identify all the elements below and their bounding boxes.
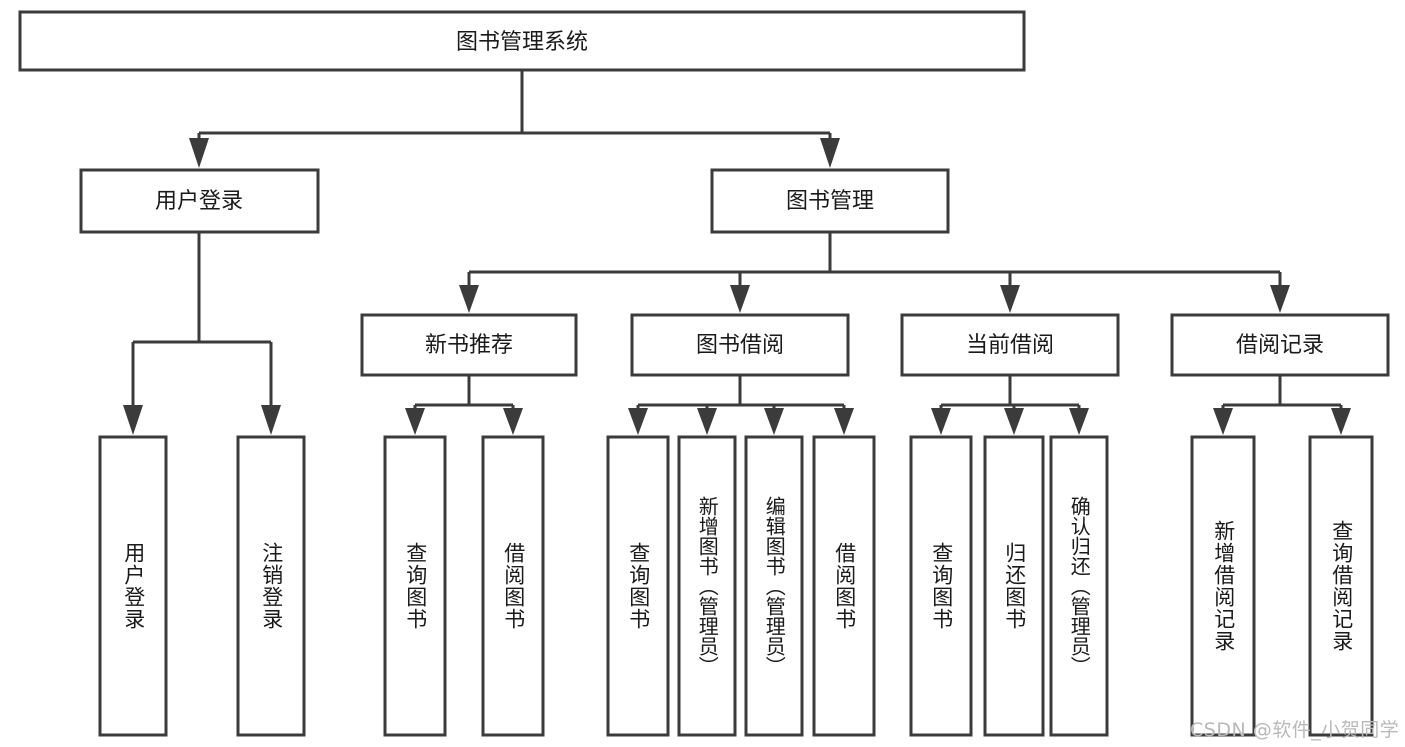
arrow-new-book-leaf-1 xyxy=(405,408,425,435)
node-box-leaf-user-login[interactable] xyxy=(98,435,168,737)
node-box-borrow-records[interactable] xyxy=(1170,313,1390,377)
node-box-leaf-borrow-book-2[interactable] xyxy=(812,435,876,737)
arrow-borrow-leaf-1 xyxy=(628,408,648,435)
node-box-leaf-logout[interactable] xyxy=(236,435,306,737)
node-box-book-management[interactable] xyxy=(710,168,950,234)
node-label-new-book-recommend: 新书推荐 xyxy=(425,333,513,358)
node-label-book-management: 图书管理 xyxy=(786,189,874,214)
node-box-leaf-confirm-return[interactable] xyxy=(1049,435,1109,737)
arrow-book-mgmt-to-current xyxy=(1000,285,1020,313)
arrow-current-leaf-1 xyxy=(931,408,951,435)
node-box-leaf-query-book-2[interactable] xyxy=(606,435,670,737)
connector-group-current-borrow xyxy=(931,375,1089,435)
node-box-leaf-add-book-admin[interactable] xyxy=(677,435,737,737)
arrow-book-mgmt-to-borrow xyxy=(730,285,750,313)
node-box-book-borrow[interactable] xyxy=(630,313,850,377)
node-box-leaf-return-book[interactable] xyxy=(983,435,1045,737)
arrow-book-mgmt-to-records xyxy=(1270,285,1290,313)
node-label-user-login: 用户登录 xyxy=(155,189,243,214)
arrow-book-mgmt-to-new-book xyxy=(459,285,479,313)
arrow-records-leaf-2 xyxy=(1331,408,1351,435)
arrow-borrow-leaf-3 xyxy=(764,408,784,435)
node-box-leaf-borrow-book-1[interactable] xyxy=(481,435,545,737)
node-label-borrow-records: 借阅记录 xyxy=(1236,333,1324,358)
connector-group-records xyxy=(1213,375,1351,435)
connector-group-borrow xyxy=(628,375,854,435)
node-label-book-borrow: 图书借阅 xyxy=(696,333,784,358)
arrow-user-login-leaf-1 xyxy=(123,405,143,435)
node-box-user-login[interactable] xyxy=(79,168,320,234)
node-label-root: 图书管理系统 xyxy=(456,30,588,55)
arrow-root-to-book-mgmt xyxy=(820,138,840,168)
node-box-leaf-add-record[interactable] xyxy=(1190,435,1256,737)
node-box-root[interactable] xyxy=(18,10,1026,72)
csdn-watermark: CSDN @软件_小贺同学 xyxy=(1190,719,1400,741)
arrow-current-leaf-3 xyxy=(1069,408,1089,435)
arrow-records-leaf-1 xyxy=(1213,408,1233,435)
node-box-new-book-recommend[interactable] xyxy=(360,313,578,377)
arrow-root-to-user-login xyxy=(189,138,209,168)
arrow-current-leaf-2 xyxy=(1004,408,1024,435)
arrow-new-book-leaf-2 xyxy=(503,408,523,435)
node-box-leaf-query-book-1[interactable] xyxy=(383,435,447,737)
connector-group-user-login xyxy=(123,232,281,435)
connector-group-book-mgmt xyxy=(459,232,1290,313)
arrow-borrow-leaf-4 xyxy=(834,408,854,435)
node-box-current-borrow[interactable] xyxy=(900,313,1120,377)
node-box-leaf-query-book-3[interactable] xyxy=(909,435,973,737)
arrow-borrow-leaf-2 xyxy=(697,408,717,435)
node-box-leaf-query-record[interactable] xyxy=(1308,435,1374,737)
node-label-current-borrow: 当前借阅 xyxy=(966,333,1054,358)
node-box-leaf-edit-book-admin[interactable] xyxy=(744,435,804,737)
connector-group-new-book xyxy=(405,375,523,435)
arrow-user-login-leaf-2 xyxy=(261,405,281,435)
connector-group-root xyxy=(189,70,840,168)
